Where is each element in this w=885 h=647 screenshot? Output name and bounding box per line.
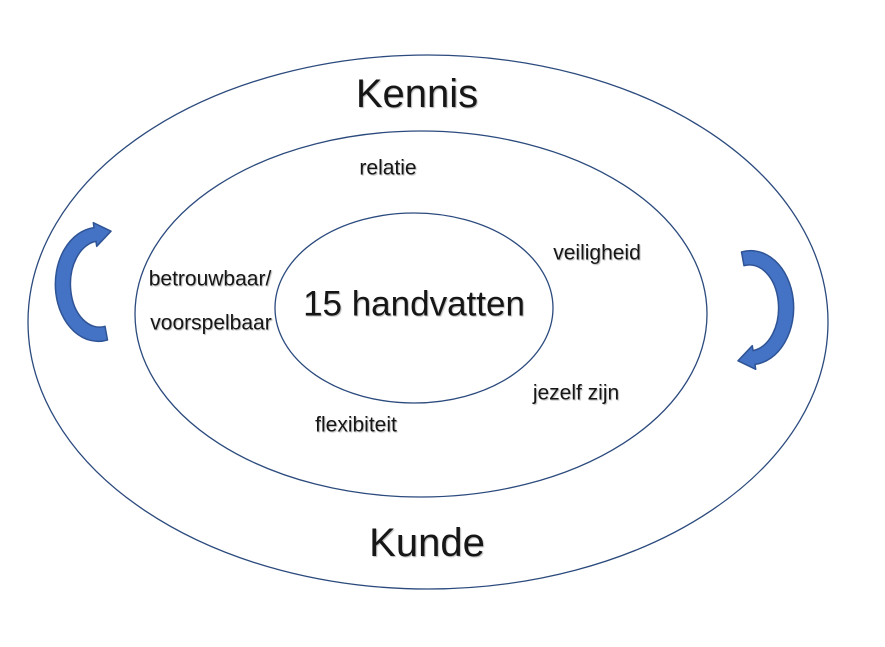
inner-ellipse [274, 212, 554, 404]
curved-arrow-right-icon [737, 249, 795, 371]
label-voorspelbaar: voorspelbaar [150, 311, 272, 335]
label-jezelf-zijn: jezelf zijn [532, 381, 620, 405]
label-veiligheid: veiligheid [553, 241, 641, 265]
outer-ellipse [27, 54, 829, 590]
curved-arrow-left-icon [54, 221, 112, 343]
label-betrouwbaar: betrouwbaar/ [148, 267, 272, 291]
label-center: 15 handvatten [303, 284, 525, 324]
label-kunde: Kunde [369, 521, 485, 565]
label-relatie: relatie [359, 156, 417, 180]
label-kennis: Kennis [355, 72, 479, 116]
middle-ellipse [134, 130, 708, 498]
label-flexibiteit: flexibiteit [315, 413, 397, 437]
